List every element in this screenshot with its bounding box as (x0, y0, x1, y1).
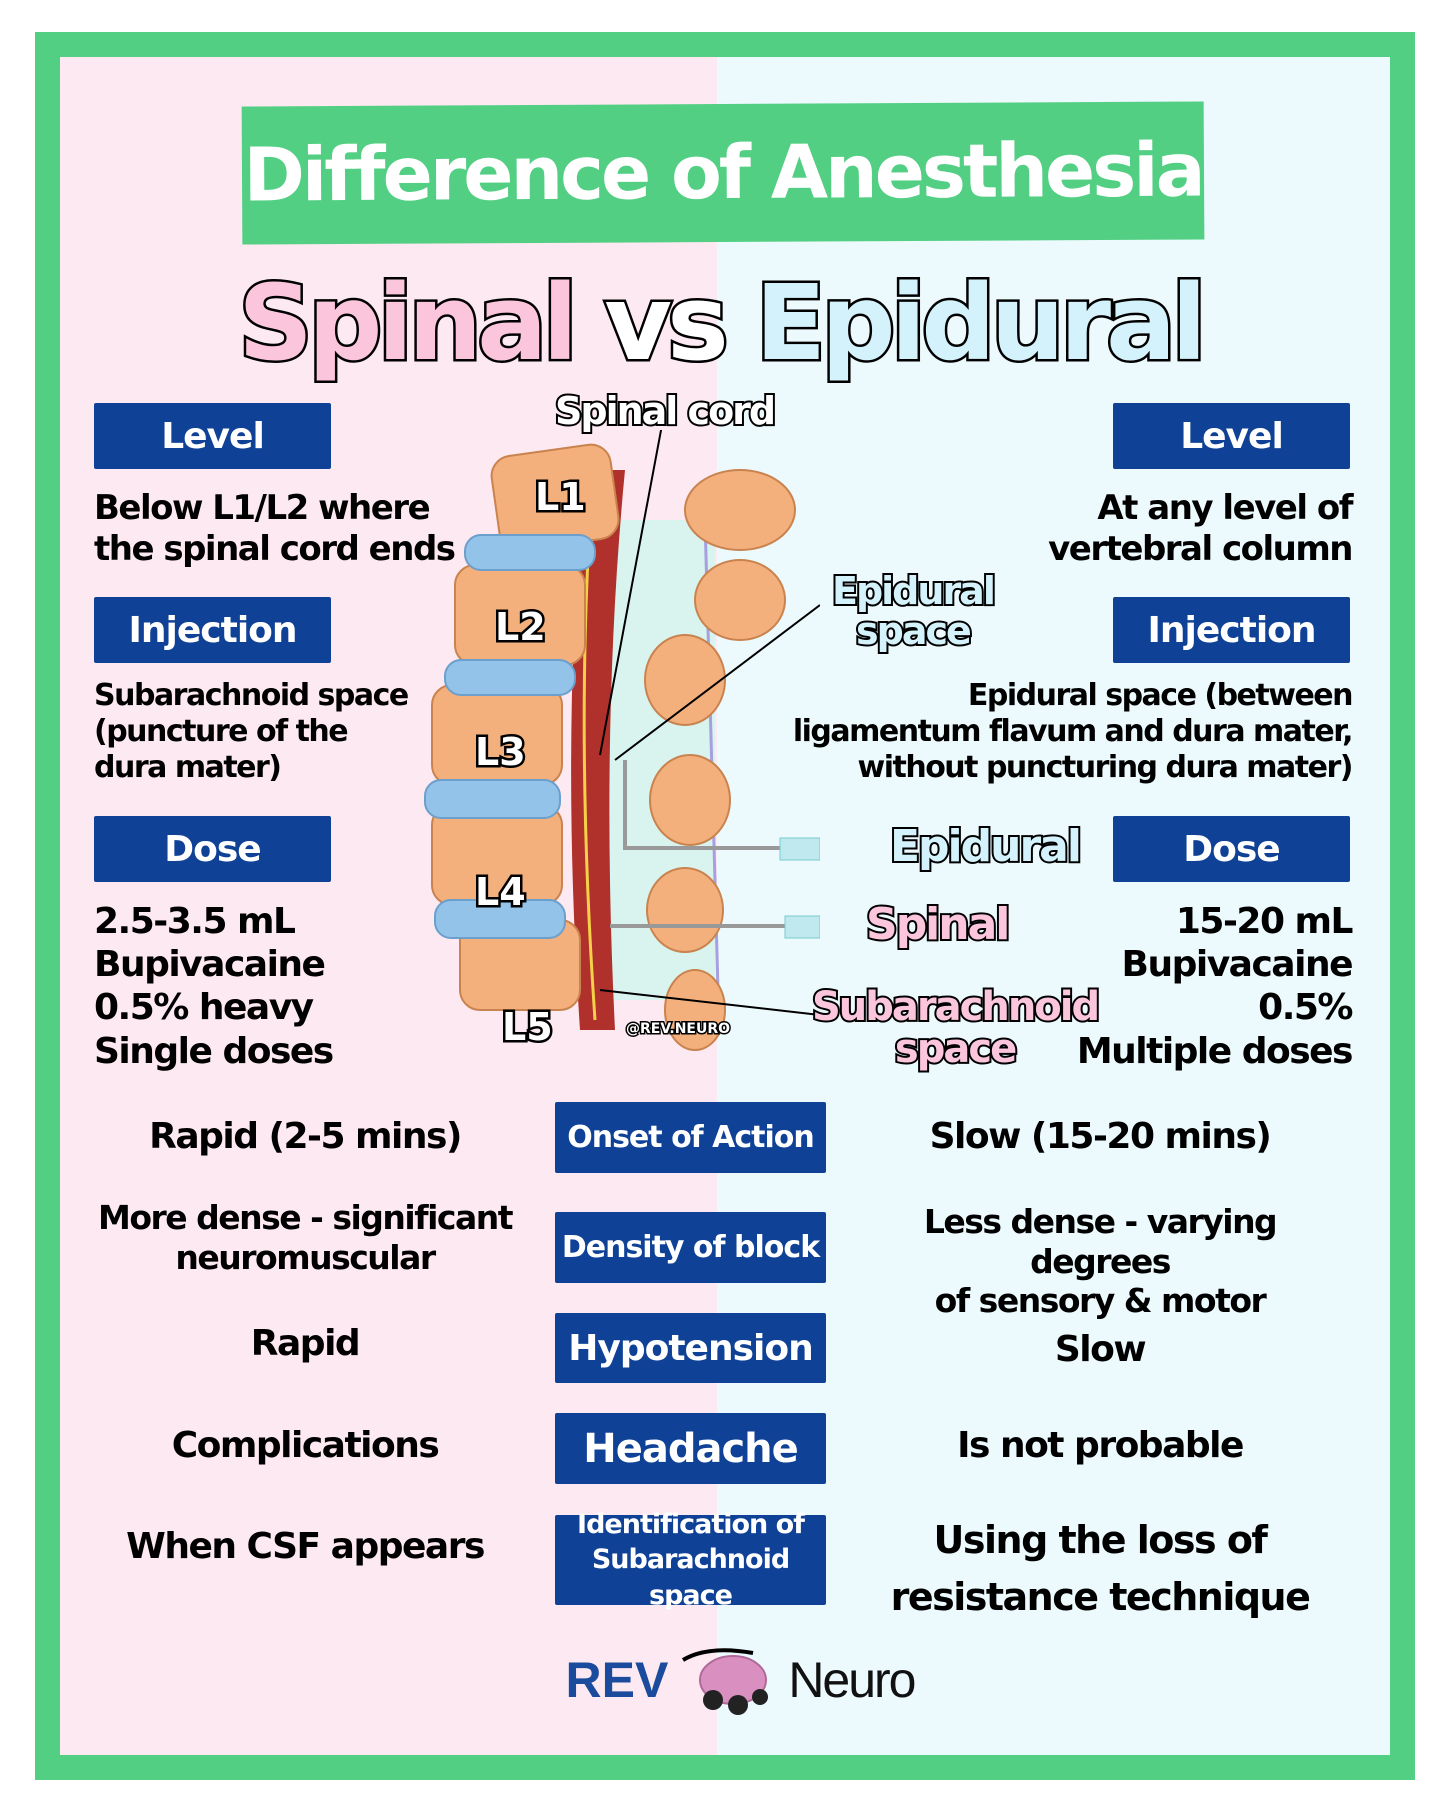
text-line: ligamentum flavum and dura mater, (792, 714, 1354, 749)
hypotension-label: Hypotension (555, 1313, 826, 1383)
text-line: Is not probable (957, 1425, 1244, 1466)
text-line: neuromuscular (175, 1237, 436, 1277)
text-line: Bupivacaine (94, 944, 326, 986)
text-line: of sensory & motor (934, 1281, 1267, 1321)
epidural-level-label: Level (1113, 403, 1350, 469)
onset-spinal: Rapid (2-5 mins) (85, 1115, 525, 1158)
label-l5: L5 (502, 1005, 553, 1049)
label-epidural-needle: Epidural (888, 821, 1084, 872)
text-line: At any level of (1097, 488, 1353, 528)
onset-epidural: Slow (15-20 mins) (880, 1115, 1320, 1158)
text-line: dura mater) (94, 750, 282, 785)
spinal-syringe (784, 915, 820, 939)
watermark: @REV.NEURO (626, 1021, 730, 1037)
text-line: space (893, 1026, 1019, 1072)
epidural-syringe (779, 837, 820, 861)
spinal-level-label: Level (94, 403, 331, 469)
text-line: Rapid (250, 1323, 361, 1364)
page-title: Difference of Anesthesia (243, 127, 1203, 219)
hypotension-epidural: Slow (880, 1328, 1320, 1371)
text-line: 0.5% (1258, 987, 1353, 1029)
epidural-panel-bg (717, 57, 1390, 1755)
epidural-needle (623, 760, 780, 850)
epidural-dose-label: Dose (1113, 816, 1350, 882)
text-line: Subarachnoid (810, 984, 1102, 1030)
headache-label: Headache (555, 1413, 826, 1484)
text-line: space (854, 608, 974, 653)
text-line: 0.5% heavy (94, 987, 314, 1029)
label-l2: L2 (495, 605, 546, 649)
onset-label: Onset of Action (555, 1102, 826, 1173)
headache-epidural: Is not probable (880, 1424, 1320, 1467)
label-l4: L4 (475, 870, 526, 914)
spinous-processes (644, 469, 796, 1051)
vertebra-labels: L1 L2 L3 L4 L5 (473, 473, 589, 1052)
text-line: Subarachnoid space (94, 678, 409, 713)
brain-car-icon (682, 1648, 769, 1715)
hypotension-spinal: Rapid (85, 1322, 525, 1365)
spinal-dose-label: Dose (94, 816, 331, 882)
label-spinal-cord: Spinal cord (553, 389, 778, 433)
text-line: Epidural space (between (967, 678, 1354, 713)
text-line: vertebral column (1048, 528, 1353, 569)
text-line: Epidural (830, 569, 998, 613)
text-line: without puncturing dura mater) (857, 750, 1354, 785)
title-banner: Difference of Anesthesia (241, 101, 1205, 245)
text-line: Below L1/L2 where (94, 488, 431, 528)
text-line: 2.5-3.5 mL (94, 901, 296, 942)
text-line: Bupivacaine (1121, 944, 1354, 986)
spine-diagram: L1 L2 L3 L4 L5 @REV.NEURO (424, 430, 820, 1052)
text-line: Single doses (94, 1030, 334, 1072)
revneuro-logo: REV Neuro (540, 1640, 940, 1720)
identification-spinal: When CSF appears (85, 1525, 525, 1568)
text-line: Slow (15-20 mins) (929, 1116, 1272, 1157)
text-line: Multiple doses (1076, 1030, 1354, 1072)
headline-vs: vs (602, 260, 732, 387)
text-line: (puncture of the (94, 714, 349, 749)
headline-spinal: Spinal (236, 260, 581, 387)
text-line: the spinal cord ends (94, 528, 456, 569)
vertebral-bodies (431, 443, 620, 1011)
text-line: Complications (171, 1425, 440, 1466)
density-label: Density of block (555, 1212, 826, 1283)
logo-rev: REV (565, 1652, 669, 1708)
epidural-injection-label: Injection (1113, 597, 1350, 663)
spinal-injection-label: Injection (94, 597, 331, 663)
label-l3: L3 (475, 730, 526, 774)
text-line: Less dense - varying degrees (923, 1202, 1278, 1281)
text-line: 15-20 mL (1175, 901, 1354, 942)
logo-neuro: Neuro (788, 1652, 916, 1708)
identification-epidural: Using the loss of resistance technique (880, 1512, 1320, 1626)
label-spinal-needle: Spinal (864, 899, 1012, 950)
text-line: When CSF appears (126, 1526, 485, 1567)
headache-spinal: Complications (85, 1424, 525, 1467)
text-line: resistance technique (890, 1575, 1311, 1619)
label-l1: L1 (535, 475, 586, 519)
headline-epidural: Epidural (753, 260, 1210, 387)
text-line: More dense - significant (98, 1198, 514, 1237)
text-line: Using the loss of (933, 1518, 1268, 1562)
intervertebral-discs (424, 534, 596, 939)
text-line: Rapid (2-5 mins) (149, 1116, 462, 1157)
identification-label: Identification of Subarachnoid space (555, 1509, 826, 1611)
text-line: Slow (1054, 1329, 1147, 1370)
headline: Spinal vs Epidural (0, 260, 1440, 387)
